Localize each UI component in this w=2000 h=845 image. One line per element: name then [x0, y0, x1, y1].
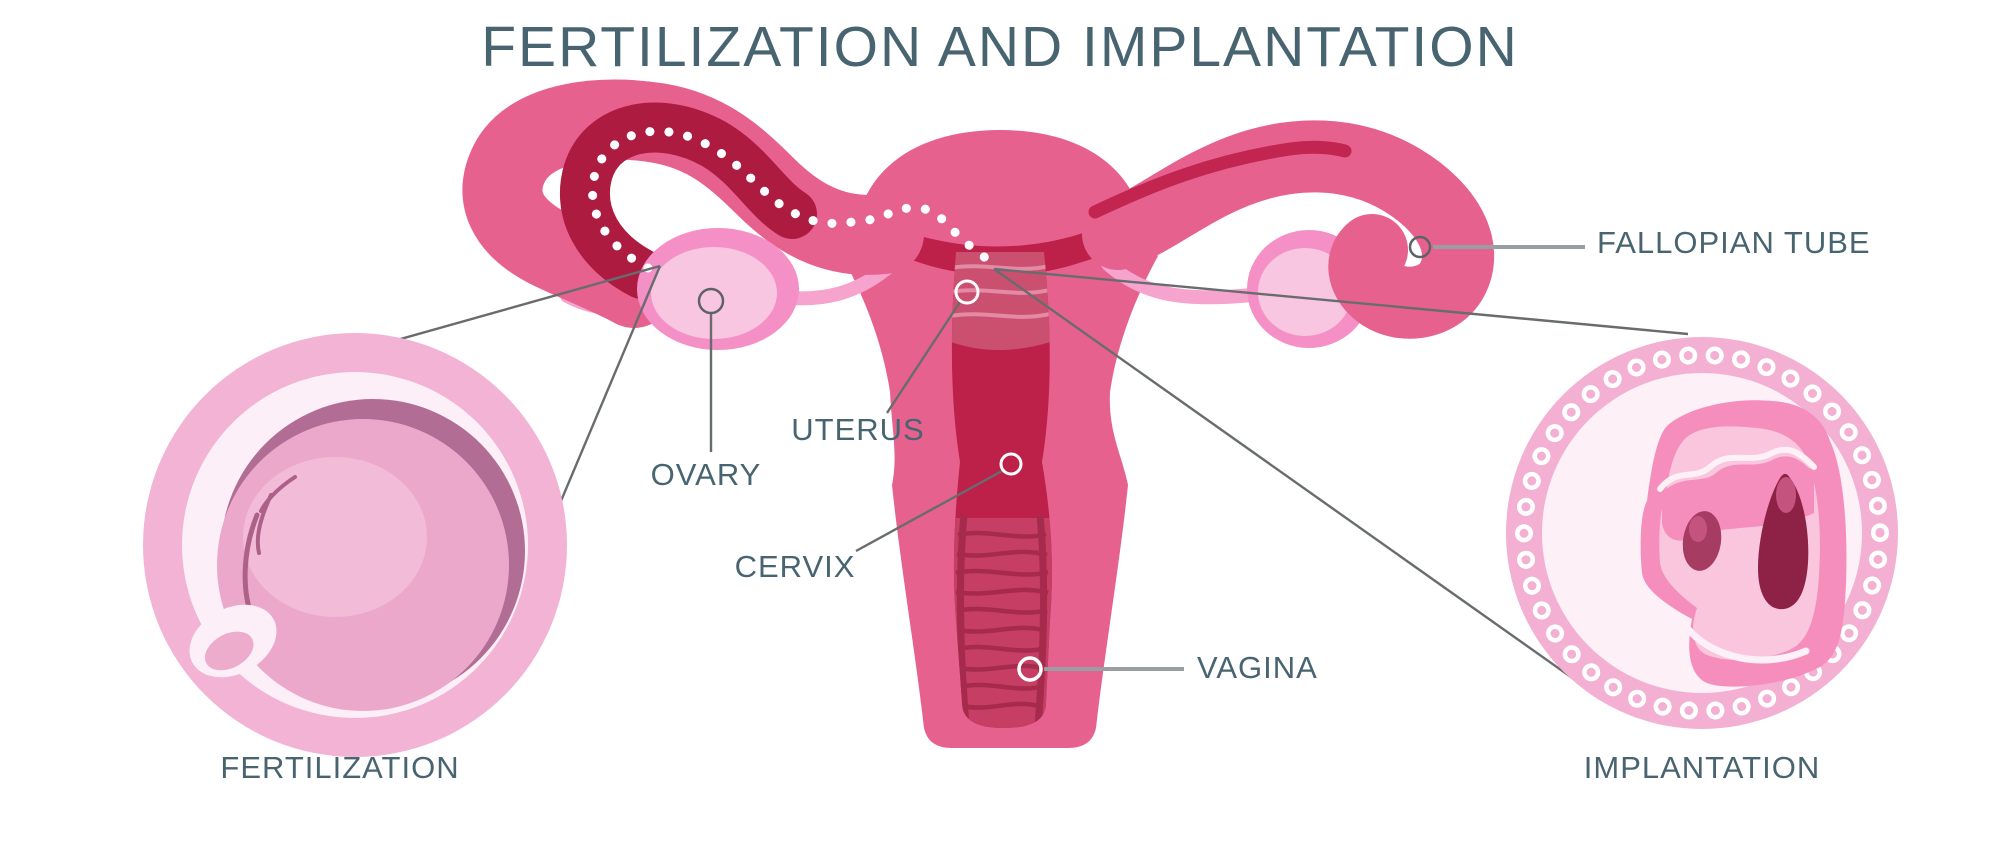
implantation-callout-line-upper [993, 267, 1689, 336]
left-ovary [637, 228, 799, 350]
diagram-title: FERTILIZATION AND IMPLANTATION [481, 15, 1519, 79]
uterus-leader-line [885, 301, 962, 414]
fertilization-callout-line-lower [548, 265, 662, 528]
label-ovary: OVARY [650, 457, 762, 492]
label-implantation: IMPLANTATION [1583, 750, 1821, 785]
label-annotations [697, 235, 1585, 682]
uterus-marker [954, 279, 980, 305]
fertilization-inset [143, 333, 567, 757]
cervix-marker [999, 452, 1023, 476]
ovary-marker [697, 287, 725, 315]
egg-cell [217, 399, 525, 711]
implanted-embryo [1640, 400, 1847, 687]
fertilization-callout-line-upper [371, 264, 661, 349]
vagina-marker [1017, 656, 1043, 682]
cervix-leader-line [855, 469, 1003, 553]
label-vagina: VAGINA [1197, 650, 1318, 685]
cell-ring-inner [1519, 350, 1885, 716]
inset-callout-lines [371, 264, 1689, 683]
label-fertilization: FERTILIZATION [220, 750, 460, 785]
label-cervix: CERVIX [734, 549, 856, 584]
polar-body [189, 604, 277, 678]
label-uterus: UTERUS [791, 412, 925, 447]
egg-trail-dots [588, 126, 1003, 275]
implantation-callout-line-lower [993, 268, 1579, 683]
right-fallopian-tube [1082, 120, 1495, 339]
implantation-inset [1506, 337, 1898, 729]
fallopian-marker [1408, 235, 1432, 259]
label-fallopian-tube: FALLOPIAN TUBE [1597, 225, 1871, 260]
vaginal-canal-ridges [951, 514, 1052, 728]
